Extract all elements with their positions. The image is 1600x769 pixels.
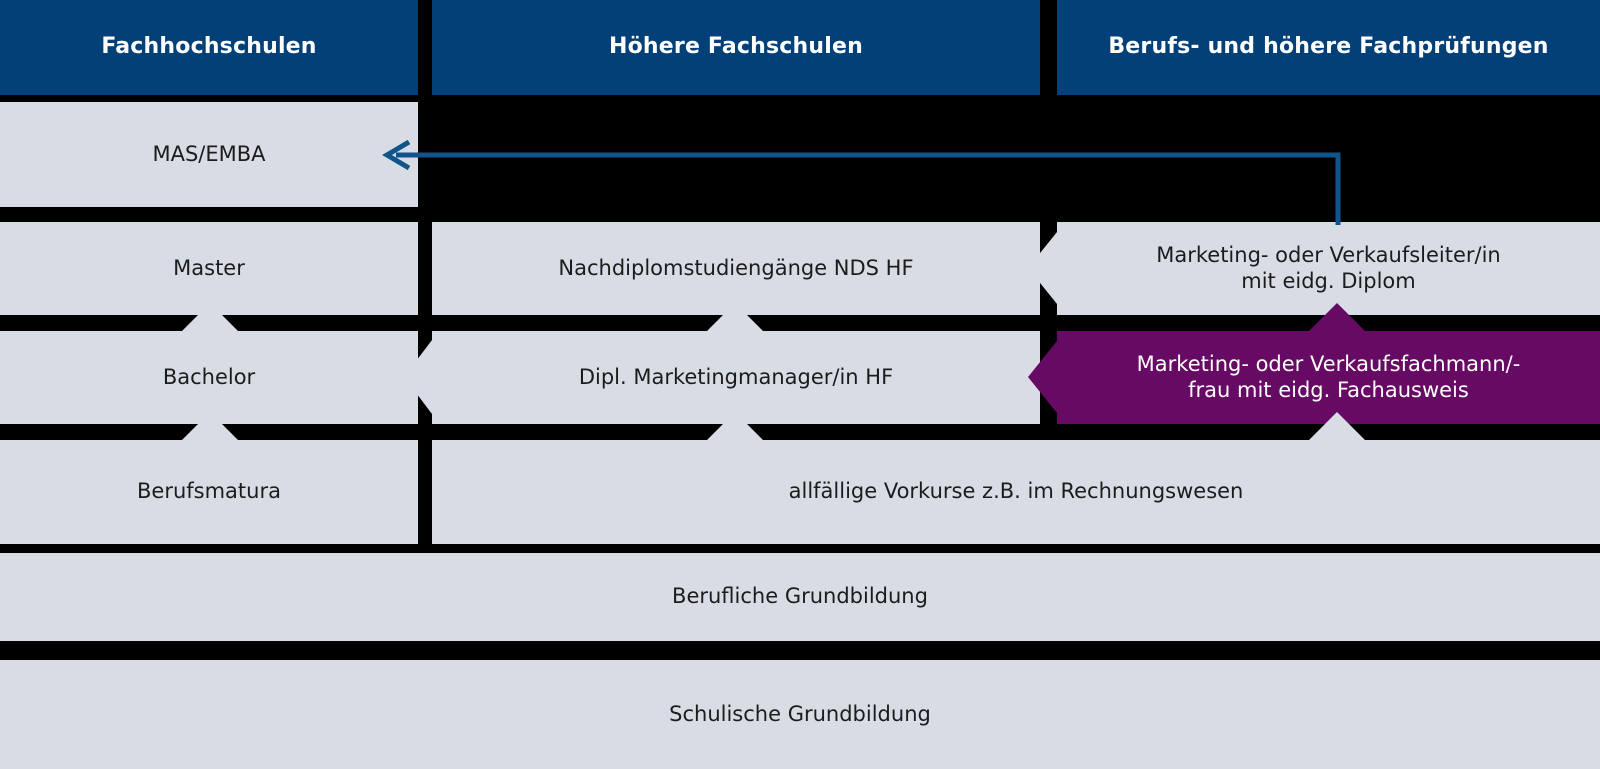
progression-arrow-to-mas <box>382 139 1341 225</box>
cell-bachelor-label: Bachelor <box>162 364 256 389</box>
cell-berufliche-grundbildung-label: Berufliche Grundbildung <box>672 584 928 609</box>
cell-nachdiplomstudiengaenge-label: Nachdiplomstudiengänge NDS HF <box>558 255 914 280</box>
column-header-fachpruefungen-label: Berufs- und höhere Fachprüfungen <box>1108 34 1549 60</box>
cell-allfaellige-vorkurse: allfällige Vorkurse z.B. im Rechnungswes… <box>432 440 1600 544</box>
column-header-hoehere-fachschulen-label: Höhere Fachschulen <box>608 34 863 60</box>
column-header-fachhochschulen-label: Fachhochschulen <box>101 34 317 60</box>
cell-schulische-grundbildung: Schulische Grundbildung <box>0 660 1600 769</box>
cell-mas-emba: MAS/EMBA <box>0 102 418 207</box>
column-header-hoehere-fachschulen: Höhere Fachschulen <box>432 0 1040 95</box>
cell-verkaufsleiter-diplom-line1: Marketing- oder Verkaufsleiter/in <box>1156 242 1501 267</box>
column-header-fachpruefungen: Berufs- und höhere Fachprüfungen <box>1057 0 1600 95</box>
cell-berufsmatura: Berufsmatura <box>0 440 418 544</box>
column-header-fachhochschulen: Fachhochschulen <box>0 0 418 95</box>
arrow-line <box>396 152 1341 225</box>
cell-master: Master <box>0 222 418 315</box>
cell-allfaellige-vorkurse-label: allfällige Vorkurse z.B. im Rechnungswes… <box>788 479 1244 504</box>
cell-berufsmatura-label: Berufsmatura <box>137 479 281 504</box>
cell-nachdiplomstudiengaenge: Nachdiplomstudiengänge NDS HF <box>432 222 1040 315</box>
cell-verkaufsfachmann-fachausweis-label: Marketing- oder Verkaufsfachmann/- frau … <box>1123 352 1535 403</box>
cell-bachelor: Bachelor <box>0 331 418 424</box>
cell-mas-emba-label: MAS/EMBA <box>152 141 266 166</box>
cell-verkaufsleiter-diplom-label: Marketing- oder Verkaufsleiter/in mit ei… <box>1142 243 1515 294</box>
cell-marketingmanager-hf-label: Dipl. Marketingmanager/in HF <box>578 364 894 389</box>
cell-verkaufsfachmann-fachausweis: Marketing- oder Verkaufsfachmann/- frau … <box>1057 331 1600 424</box>
cell-master-label: Master <box>173 255 245 280</box>
cell-marketingmanager-hf: Dipl. Marketingmanager/in HF <box>432 331 1040 424</box>
cell-schulische-grundbildung-label: Schulische Grundbildung <box>669 701 931 726</box>
cell-verkaufsleiter-diplom-line2: mit eidg. Diplom <box>1241 268 1416 293</box>
cell-verkaufsfachmann-fachausweis-line2: frau mit eidg. Fachausweis <box>1188 377 1469 402</box>
cell-verkaufsleiter-diplom: Marketing- oder Verkaufsleiter/in mit ei… <box>1057 222 1600 315</box>
cell-verkaufsfachmann-fachausweis-line1: Marketing- oder Verkaufsfachmann/- <box>1136 351 1521 376</box>
cell-berufliche-grundbildung: Berufliche Grundbildung <box>0 553 1600 641</box>
